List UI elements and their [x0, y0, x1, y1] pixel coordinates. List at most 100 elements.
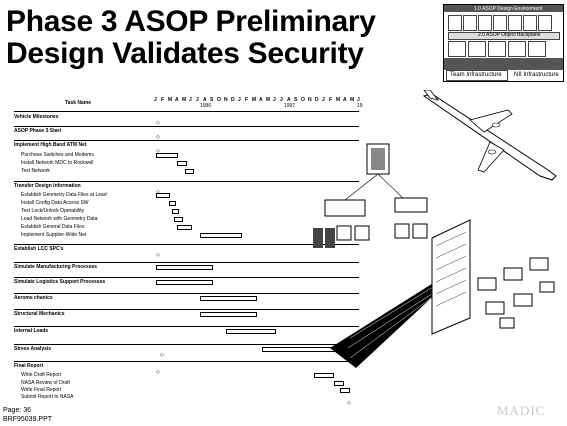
gantt-month-label: F — [329, 97, 333, 103]
gantt-month-label: O — [301, 97, 305, 103]
gantt-milestone-marker: ◇ — [156, 120, 160, 126]
gantt-task-name: Write Final Report — [21, 387, 62, 393]
slide-title-line-2: Design Validates Security — [6, 37, 364, 70]
gantt-month-label: J — [357, 97, 360, 103]
gantt-month-label: M — [266, 97, 271, 103]
gantt-month-label: J — [196, 97, 199, 103]
gantt-row-divider — [14, 326, 359, 327]
gantt-month-label: A — [343, 97, 347, 103]
page-number: Page: 36 — [3, 407, 32, 414]
gantt-month-label: M — [336, 97, 341, 103]
gantt-month-label: M — [168, 97, 173, 103]
gantt-task-name: Vehicle Milestones — [14, 114, 59, 120]
gantt-milestone-marker: ◇ — [347, 400, 351, 406]
gantt-row-divider — [14, 277, 359, 278]
gantt-month-label: J — [273, 97, 276, 103]
gantt-duration-bar — [340, 388, 350, 393]
gantt-month-label: N — [224, 97, 228, 103]
gantt-task-name: Simulate Manufacturing Processes — [14, 264, 98, 270]
gantt-task-name: Test Lock/Unlock Operability — [21, 208, 85, 214]
gantt-duration-bar — [314, 373, 334, 378]
gantt-duration-bar — [334, 381, 344, 386]
gantt-row-divider — [14, 181, 359, 182]
wing-illustration — [330, 280, 440, 368]
gantt-task-name: Internal Loads — [14, 328, 49, 334]
gantt-milestone-marker: ◇ — [156, 252, 160, 258]
gantt-task-name: ASOP Phase 3 Start — [14, 128, 62, 134]
gantt-month-label: A — [259, 97, 263, 103]
gantt-month-label: M — [252, 97, 257, 103]
gantt-task-name: Stress Analysis — [14, 346, 52, 352]
gantt-task-name: Write Draft Report — [21, 372, 62, 378]
gantt-month-label: N — [308, 97, 312, 103]
gantt-milestone-marker: ◇ — [156, 134, 160, 140]
airplane-illustration — [422, 90, 557, 181]
gantt-row-divider — [14, 309, 359, 310]
gantt-row-divider — [14, 244, 359, 245]
gantt-task-name: Submit Report to NASA — [21, 394, 74, 400]
gantt-task-name: NASA Review of Draft — [21, 380, 70, 386]
gantt-month-label: A — [175, 97, 179, 103]
gantt-duration-bar — [200, 296, 257, 301]
gantt-month-label: J — [322, 97, 325, 103]
gantt-month-label: O — [217, 97, 221, 103]
gantt-task-name: Aerome chanics — [14, 295, 53, 301]
gantt-month-label: M — [350, 97, 355, 103]
gantt-task-name: Implement Supplier-Wide Net — [21, 232, 87, 238]
inset-mid-label: 2.0 ASOP Object Backplane — [478, 32, 541, 38]
gantt-duration-bar — [177, 225, 192, 230]
gantt-row-divider — [14, 344, 359, 345]
gantt-task-name: Simulate Logistics Support Processes — [14, 279, 106, 285]
gantt-year-label: 19 — [357, 103, 363, 109]
gantt-row-divider — [14, 293, 359, 294]
gantt-month-label: S — [210, 97, 214, 103]
gantt-duration-bar — [169, 201, 176, 206]
factory-illustration — [431, 219, 555, 335]
gantt-task-name: Purchase Switches and Modems — [21, 152, 94, 158]
gantt-month-label: D — [231, 97, 235, 103]
inset-bottom-right-label: NII Infrastructure — [514, 72, 559, 78]
gantt-duration-bar — [177, 161, 187, 166]
gantt-month-label: M — [182, 97, 187, 103]
gantt-duration-bar — [200, 233, 242, 238]
gantt-row-divider — [14, 126, 359, 127]
file-name: BRF95039.PPT — [3, 416, 53, 423]
gantt-milestone-marker: ◇ — [156, 189, 160, 195]
madic-logo: MADIC — [497, 403, 546, 418]
gantt-task-name: Install Config Data Access SW — [21, 200, 89, 206]
gantt-task-name: Establish LCC SPC's — [14, 246, 64, 252]
network-illustration — [313, 143, 428, 248]
gantt-duration-bar — [156, 280, 213, 285]
inset-top-label: 1.0 ASOP Design Environment — [474, 6, 543, 12]
gantt-month-label: J — [238, 97, 241, 103]
gantt-duration-bar — [174, 217, 183, 222]
inset-bottom-left-label: Team Infrastructure — [450, 72, 502, 78]
gantt-task-name: Transfer Design Information — [14, 183, 81, 189]
slide-title-line-1: Phase 3 ASOP Preliminary — [6, 5, 376, 38]
gantt-month-label: A — [287, 97, 291, 103]
gantt-task-name: Structural Mechanics — [14, 311, 65, 317]
gantt-task-name: Establish Geometry Data Files at Lead — [21, 192, 107, 198]
gantt-task-name: Install Network MDC to Rockwell — [21, 160, 94, 166]
gantt-duration-bar — [185, 169, 194, 174]
gantt-duration-bar — [156, 193, 170, 198]
gantt-row-divider — [14, 262, 359, 263]
gantt-duration-bar — [172, 209, 179, 214]
gantt-month-label: F — [161, 97, 165, 103]
gantt-month-label: S — [294, 97, 298, 103]
gantt-task-name: Implement High Band ATM Net — [14, 142, 87, 148]
gantt-milestone-marker: ◇ — [160, 352, 164, 358]
gantt-duration-bar — [200, 312, 257, 317]
gantt-month-label: J — [189, 97, 192, 103]
gantt-task-name: Test Network — [21, 168, 50, 174]
gantt-row-divider — [14, 361, 359, 362]
gantt-row-divider — [14, 140, 359, 141]
gantt-task-name: Final Report — [14, 363, 44, 369]
gantt-task-name: Establish General Data Files — [21, 224, 85, 230]
gantt-month-label: F — [245, 97, 249, 103]
gantt-task-header: Task Name — [65, 100, 92, 106]
gantt-month-label: J — [280, 97, 283, 103]
architecture-inset-diagram: 1.0 ASOP Design Environment 2.0 ASOP Obj… — [443, 4, 564, 82]
gantt-year-label: 1997 — [284, 103, 296, 109]
